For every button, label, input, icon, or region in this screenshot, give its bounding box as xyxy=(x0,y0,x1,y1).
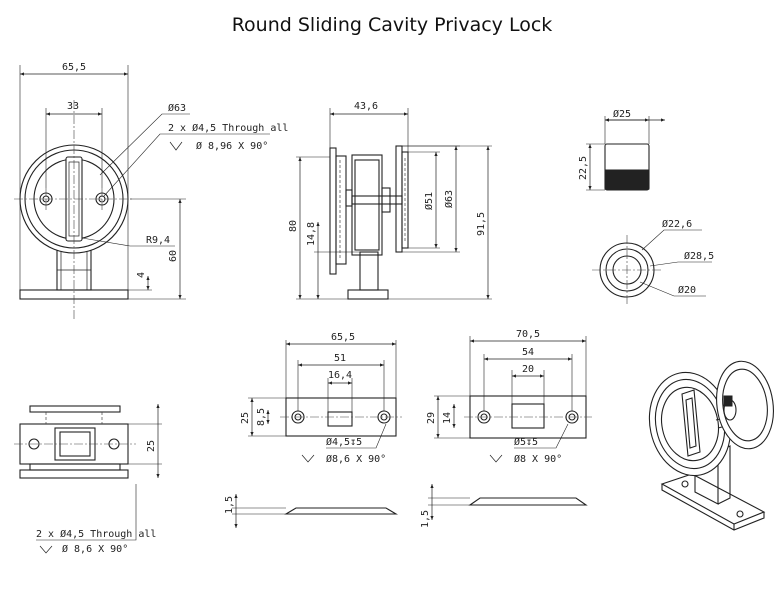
dim-d63-front: Ø63 xyxy=(168,102,186,114)
dim-1-5-b: 1,5 xyxy=(420,510,431,528)
front-view: 65,5 33 Ø63 2 x Ø4,5 Through all Ø 8,96 … xyxy=(14,62,288,320)
dim-d63-side: Ø63 xyxy=(443,190,455,208)
dim-43-6: 43,6 xyxy=(354,101,378,112)
dim-20: 20 xyxy=(522,364,534,375)
note-hole-5-5: Ø5↧5 xyxy=(514,436,538,448)
dim-80: 80 xyxy=(288,220,299,232)
knob-views: Ø25 22,5 Ø22,6 Ø28,5 Ø20 xyxy=(578,108,714,305)
dim-1-5-a: 1,5 xyxy=(224,496,235,514)
note-holes-through-2: 2 x Ø4,5 Through all xyxy=(36,528,156,540)
dim-33: 33 xyxy=(67,101,79,112)
dim-14: 14 xyxy=(442,412,453,424)
strike-plate-70-edge xyxy=(468,497,588,506)
drawing-title: Round Sliding Cavity Privacy Lock xyxy=(231,14,553,36)
dim-8-5: 8,5 xyxy=(256,408,267,426)
strike-plate-65-edge xyxy=(284,507,398,515)
dim-65-5-top: 65,5 xyxy=(62,62,86,73)
dim-4: 4 xyxy=(136,272,147,278)
strike-plate-65-view: 65,5 51 16,4 25 8,5 Ø4,5↧5 Ø8,6 X 90° 1,… xyxy=(224,332,402,528)
dim-29: 29 xyxy=(426,412,437,424)
dim-91-5: 91,5 xyxy=(476,212,487,236)
dim-16-4: 16,4 xyxy=(328,370,352,381)
note-csk-8: Ø8 X 90° xyxy=(514,453,562,465)
dim-22-5: 22,5 xyxy=(578,156,589,180)
dim-25-plate: 25 xyxy=(240,412,251,424)
dim-51: 51 xyxy=(334,353,346,364)
bottom-view: 25 2 x Ø4,5 Through all Ø 8,6 X 90° xyxy=(14,404,162,555)
dim-d51: Ø51 xyxy=(423,192,435,210)
dim-d22-6: Ø22,6 xyxy=(662,218,692,230)
note-hole-45-5: Ø4,5↧5 xyxy=(326,436,362,448)
dim-14-8: 14,8 xyxy=(306,222,317,246)
note-holes-through: 2 x Ø4,5 Through all xyxy=(168,122,288,134)
side-view: 43,6 80 14,8 Ø51 Ø63 91,5 xyxy=(288,101,492,300)
dim-54: 54 xyxy=(522,347,534,358)
side-left-rose xyxy=(329,147,337,275)
dim-d25: Ø25 xyxy=(613,108,631,120)
note-csk-86-b: Ø8,6 X 90° xyxy=(326,453,386,465)
strike-plate-70-view: 70,5 54 20 29 14 Ø5↧5 Ø8 X 90° 1,5 xyxy=(420,329,592,528)
dim-60: 60 xyxy=(168,250,179,262)
isometric-view xyxy=(648,360,774,531)
dim-65-5-plate: 65,5 xyxy=(331,332,355,343)
dim-d28-5: Ø28,5 xyxy=(684,250,714,262)
iso-rear-rose xyxy=(716,360,774,450)
note-csk-86-a: Ø 8,6 X 90° xyxy=(62,543,128,555)
dim-d20: Ø20 xyxy=(678,284,696,296)
dim-25-bottom: 25 xyxy=(146,440,157,452)
dim-r9-4: R9,4 xyxy=(146,235,170,246)
note-csk-896: Ø 8,96 X 90° xyxy=(196,140,268,152)
knob-rubber-band xyxy=(604,169,650,190)
dim-70-5: 70,5 xyxy=(516,329,540,340)
